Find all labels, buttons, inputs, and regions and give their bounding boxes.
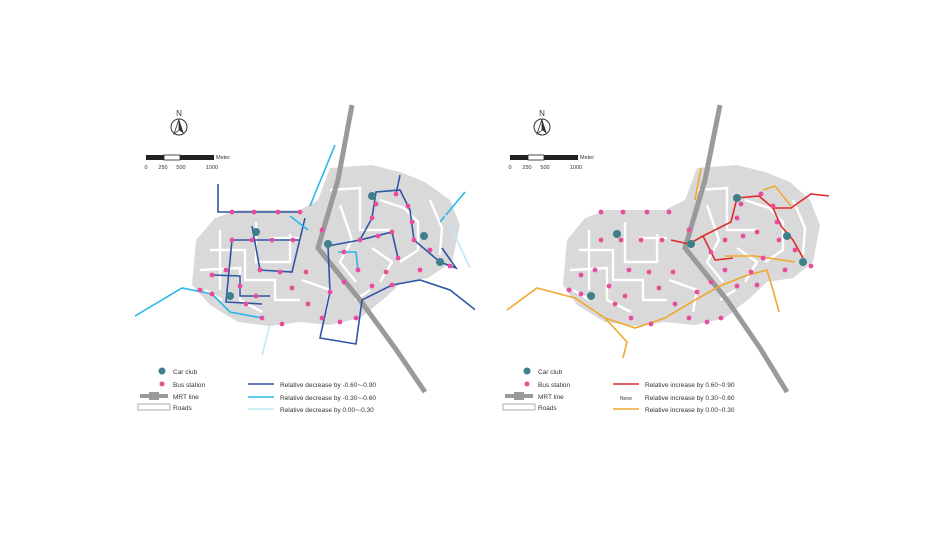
scale-tick-250: 250 — [158, 165, 167, 171]
scale-bar — [146, 154, 214, 161]
map-panel-decrease: N Meter 0 250 500 1000 Car club Bus stat… — [134, 104, 475, 414]
north-arrow-icon — [170, 118, 188, 136]
bus-routes-increase-low — [506, 167, 796, 359]
scale-tick-500: 500 — [176, 165, 185, 171]
legend-bus-station-symbol — [159, 381, 165, 387]
legend-line-label-2: Relative decrease by 0.00~-0.30 — [280, 407, 374, 414]
car-club-locations — [587, 194, 807, 300]
bus-stations — [566, 191, 814, 327]
scale-unit: Meter — [216, 155, 230, 161]
bus-stations — [197, 191, 453, 327]
car-club-locations — [226, 192, 444, 300]
scale-tick-0: 0 — [144, 165, 147, 171]
bus-routes-decrease-low — [261, 214, 471, 356]
north-label: N — [176, 109, 182, 118]
north-arrow-icon — [533, 118, 551, 136]
bus-routes-decrease-mid — [134, 144, 466, 319]
scale-tick-0: 0 — [508, 165, 511, 171]
legend: Car club Bus station MRT line Roads Rela… — [137, 367, 376, 414]
scale-tick-250: 250 — [522, 165, 531, 171]
scale-tick-500: 500 — [540, 165, 549, 171]
north-label: N — [539, 109, 545, 118]
legend: Car club Bus station MRT line Roads Rela… — [502, 367, 735, 414]
legend-car-club-symbol — [523, 367, 531, 375]
legend-bus-station-symbol — [524, 381, 530, 387]
map-canvas: N Meter 0 250 500 1000 Car club Bus stat… — [134, 104, 475, 414]
legend-bus-station: Bus station — [173, 382, 206, 389]
legend-car-club: Car club — [173, 369, 198, 376]
map-panel-increase: N Meter 0 250 500 1000 Car club Bus stat… — [475, 0, 950, 534]
legend-line-none: None — [620, 396, 632, 402]
legend-line-label-1: Relative decrease by -0.30~-0.60 — [280, 395, 376, 402]
legend-roads: Roads — [538, 405, 558, 412]
legend-line-label-0: Relative decrease by -0.60~-0.90 — [280, 382, 376, 389]
scale-tick-1000: 1000 — [570, 165, 582, 171]
legend-line-label-1: Relative increase by 0.30~0.60 — [645, 395, 735, 402]
legend-car-club: Car club — [538, 369, 563, 376]
legend-roads-symbol — [502, 403, 536, 411]
map-canvas: N Meter 0 250 500 1000 Car club Bus stat… — [502, 104, 830, 414]
scale-tick-1000: 1000 — [206, 165, 218, 171]
legend-roads-symbol — [137, 403, 171, 411]
legend-roads: Roads — [173, 405, 193, 412]
legend-mrt-line: MRT line — [173, 394, 199, 401]
mrt-line — [315, 104, 428, 394]
legend-mrt-line: MRT line — [538, 394, 564, 401]
scale-bar — [510, 154, 578, 161]
legend-bus-station: Bus station — [538, 382, 571, 389]
mrt-line — [682, 104, 790, 394]
legend-line-label-0: Relative increase by 0.60~0.90 — [645, 382, 735, 389]
legend-line-label-2: Relative increase by 0.00~0.30 — [645, 407, 735, 414]
scale-unit: Meter — [580, 155, 594, 161]
legend-car-club-symbol — [158, 367, 166, 375]
